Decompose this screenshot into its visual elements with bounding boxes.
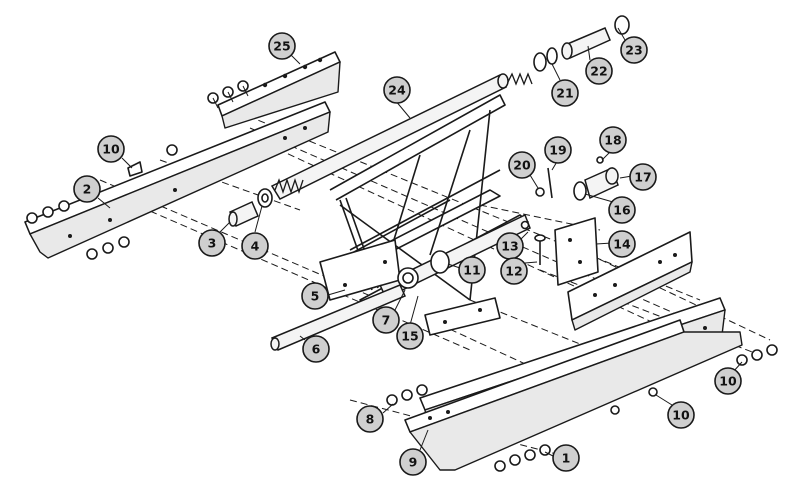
svg-text:10: 10 [672, 408, 690, 423]
callout-18: 18 [599, 126, 627, 154]
svg-text:10: 10 [102, 142, 120, 157]
part-9-bottom-angle [404, 319, 743, 471]
callout-11: 11 [458, 256, 486, 284]
part-22-bushing [561, 27, 611, 60]
svg-text:2: 2 [83, 182, 92, 197]
callout-23: 23 [620, 36, 648, 64]
svg-text:14: 14 [613, 237, 631, 252]
svg-text:22: 22 [590, 64, 607, 79]
callout-24: 24 [383, 76, 411, 104]
svg-text:19: 19 [549, 143, 566, 158]
svg-text:13: 13 [501, 239, 518, 254]
callout-25: 25 [268, 32, 296, 60]
callout-20: 20 [508, 151, 536, 179]
part-7-bearing [397, 267, 419, 289]
callout-15: 15 [396, 322, 424, 350]
svg-text:16: 16 [613, 203, 631, 218]
svg-text:3: 3 [208, 236, 217, 251]
callout-1: 1 [552, 444, 580, 472]
svg-text:1: 1 [562, 451, 571, 466]
part-14-side-plate [554, 217, 599, 286]
right-upper-angle-bracket [567, 231, 693, 331]
svg-text:8: 8 [366, 412, 375, 427]
callout-14: 14 [608, 230, 636, 258]
callout-5: 5 [301, 282, 329, 310]
callout-2: 2 [73, 175, 101, 203]
part-4-nut [257, 188, 273, 208]
part-19-pin [547, 167, 553, 199]
svg-text:15: 15 [401, 329, 418, 344]
part-23-cap [614, 15, 630, 35]
callout-22: 22 [585, 57, 613, 85]
part-20-nut [535, 187, 545, 197]
svg-text:25: 25 [273, 39, 290, 54]
part-16-bearing [573, 181, 587, 201]
svg-text:11: 11 [463, 263, 480, 278]
svg-text:5: 5 [311, 289, 320, 304]
svg-text:12: 12 [505, 264, 522, 279]
bolts-group-left [26, 144, 178, 260]
callout-13: 13 [496, 232, 524, 260]
callout-6: 6 [302, 335, 330, 363]
callout-12: 12 [500, 257, 528, 285]
svg-text:4: 4 [251, 239, 260, 254]
bolts-group-top [207, 80, 249, 109]
part-6-shaft [270, 284, 407, 351]
callout-19: 19 [544, 136, 572, 164]
svg-text:18: 18 [604, 133, 621, 148]
svg-text:24: 24 [388, 83, 406, 98]
callout-17: 17 [629, 163, 657, 191]
part-3-cap [228, 201, 259, 227]
part-15-plate [424, 297, 501, 336]
svg-text:6: 6 [312, 342, 321, 357]
part-12-13-bolt [520, 220, 546, 265]
callout-7: 7 [372, 306, 400, 334]
callout-16: 16 [608, 196, 636, 224]
part-17-18-housing [584, 156, 619, 200]
part-21-washer [533, 47, 558, 72]
svg-text:17: 17 [634, 170, 651, 185]
svg-text:21: 21 [556, 86, 573, 101]
svg-text:23: 23 [625, 43, 642, 58]
callout-10-mid: 10 [667, 401, 695, 429]
part-11-bearing [430, 250, 450, 274]
part-24-main-tube [270, 72, 533, 200]
callout-3: 3 [198, 229, 226, 257]
callout-4: 4 [241, 232, 269, 260]
callout-10-right: 10 [714, 367, 742, 395]
callout-10-top: 10 [97, 135, 125, 163]
bolts-group-bottom [386, 344, 778, 472]
svg-text:9: 9 [409, 455, 418, 470]
part-25-upper-angle-bracket [217, 51, 341, 129]
callout-21: 21 [551, 79, 579, 107]
svg-text:20: 20 [513, 158, 531, 173]
callout-9: 9 [399, 448, 427, 476]
callout-8: 8 [356, 405, 384, 433]
svg-text:7: 7 [382, 313, 391, 328]
svg-text:10: 10 [719, 374, 737, 389]
